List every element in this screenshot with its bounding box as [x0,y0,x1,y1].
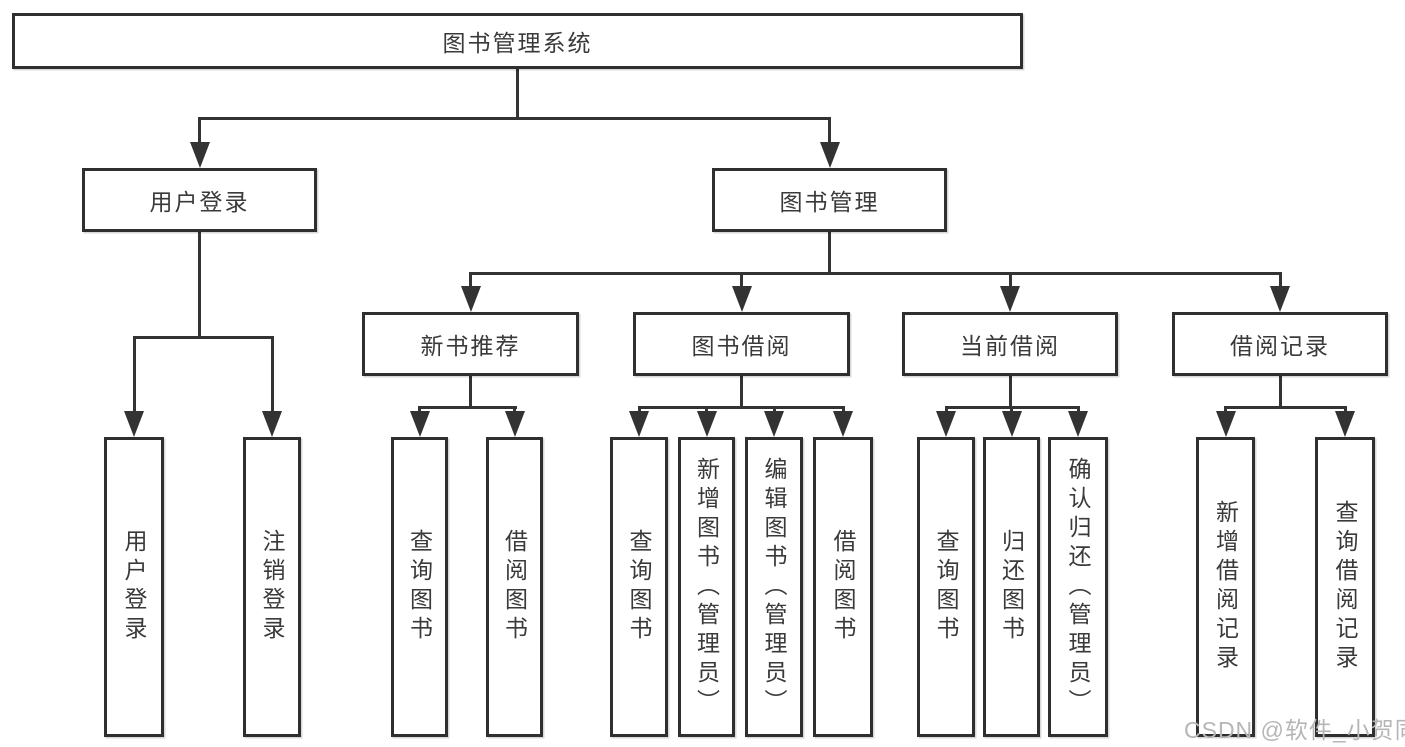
edge-arrow-down [1068,411,1088,437]
node-label: 用户登录 [149,189,250,215]
node-label: 查询借阅记录 [1332,500,1358,674]
node-current-borrowing: 当前借阅 [902,312,1118,376]
node-label: 当前借阅 [960,333,1060,359]
edge-line [1010,406,1013,413]
node-label: 借阅图书 [501,529,528,645]
edge-line [469,272,472,288]
edge-line [772,406,776,413]
node-label: 借阅图书 [830,529,856,645]
edge-arrow-down [936,411,956,437]
edge-arrow-down [505,411,525,437]
edge-line [637,406,641,413]
csdn-watermark: CSDN @软件_小贺同学 [1184,717,1405,743]
node-library-system: 图书管理系统 [12,13,1023,69]
edge-line [740,376,743,406]
edge-line [841,406,845,413]
edge-line [705,406,708,413]
node-new-book-recommendation: 新书推荐 [362,312,579,376]
edge-line [469,272,1282,275]
edge-line [132,336,274,339]
edge-arrow-down [1270,286,1290,312]
edge-line [198,117,201,143]
edge-line [1008,272,1012,288]
edge-arrow-down [1000,286,1020,312]
edge-arrow-down [1215,411,1236,437]
node-label: 新增图书（管理员） [693,456,720,718]
edge-line [1343,406,1347,413]
edge-arrow-down [731,286,752,312]
edge-line [418,406,517,409]
edge-arrow-down [262,411,282,437]
node-book-borrowing: 图书借阅 [633,312,850,376]
edge-line [828,232,831,272]
node-label: 编辑图书（管理员） [761,456,787,718]
edge-line [469,376,472,406]
node-label: 确认归还（管理员） [1065,456,1091,718]
edge-line [198,232,201,336]
node-label: 图书借阅 [691,333,792,359]
edge-arrow-down [460,286,481,312]
edge-line [1224,406,1227,413]
edge-arrow-down [1335,411,1355,437]
edge-line [944,406,948,413]
leaf-current-query-books: 查询图书 [917,437,975,737]
edge-line [132,336,136,413]
edge-line [418,406,421,413]
leaf-borrowing-add-books-admin: 新增图书（管理员） [678,437,735,737]
edge-arrow-down [696,411,717,437]
edge-arrow-down [629,411,649,437]
edge-line [1008,376,1012,406]
leaf-borrowing-borrow-books: 借阅图书 [813,437,873,737]
node-label: 查询图书 [933,529,959,645]
edge-arrow-down [410,411,430,437]
node-label: 查询图书 [626,529,652,645]
leaf-records-add-borrow-record: 新增借阅记录 [1196,437,1255,737]
leaf-recommend-borrow-books: 借阅图书 [486,437,543,737]
edge-line [828,117,831,143]
edge-line [637,406,845,409]
node-label: 图书管理 [779,189,880,215]
edge-arrow-down [190,142,210,168]
edge-line [1076,406,1080,413]
leaf-current-confirm-return-admin: 确认归还（管理员） [1048,437,1108,737]
node-label: 用户登录 [121,529,147,645]
edge-line [198,117,831,120]
edge-arrow-down [833,411,853,437]
node-book-management: 图书管理 [712,168,947,232]
leaf-current-return-books: 归还图书 [983,437,1040,737]
node-label: 归还图书 [998,529,1025,645]
edge-arrow-down [124,411,144,437]
node-borrowing-records: 借阅记录 [1172,312,1388,376]
edge-line [516,69,519,117]
node-user-login: 用户登录 [82,168,317,232]
edge-line [1278,376,1282,406]
node-label: 新增借阅记录 [1212,500,1239,674]
edge-line [270,336,274,413]
leaf-records-query-borrow-record: 查询借阅记录 [1315,437,1375,737]
edge-line [740,272,743,288]
node-label: 注销登录 [259,529,285,645]
leaf-borrowing-query-books: 查询图书 [610,437,668,737]
edge-arrow-down [1001,411,1022,437]
edge-line [513,406,516,413]
edge-line [1278,272,1282,288]
edge-line [1224,406,1347,409]
edge-arrow-down [820,142,840,168]
node-label: 新书推荐 [420,333,521,359]
leaf-borrowing-edit-books-admin: 编辑图书（管理员） [745,437,803,737]
node-label: 图书管理系统 [442,30,593,56]
leaf-user-login: 用户登录 [104,437,164,737]
leaf-recommend-query-books: 查询图书 [391,437,448,737]
edge-arrow-down [764,411,784,437]
node-label: 查询图书 [406,529,433,645]
node-label: 借阅记录 [1230,333,1330,359]
leaf-logout: 注销登录 [243,437,301,737]
